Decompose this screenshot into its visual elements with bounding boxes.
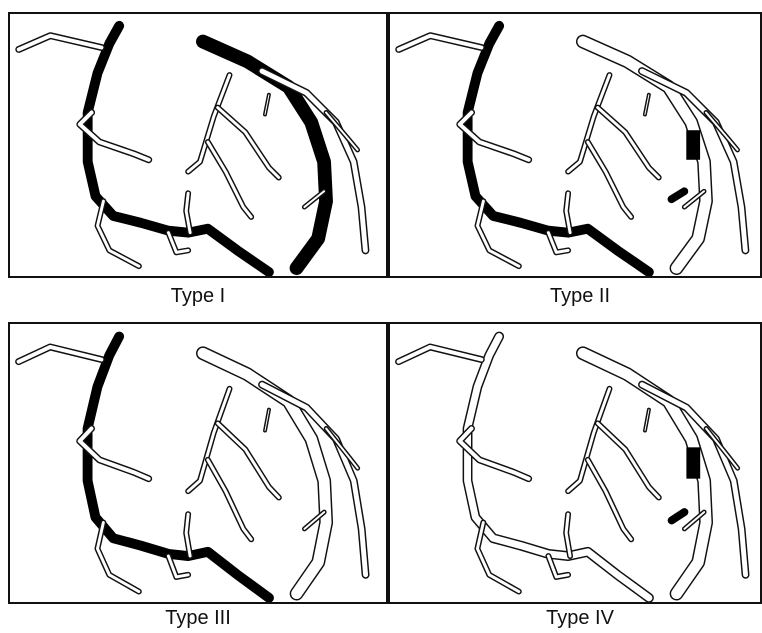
panel-label-type-3: Type III [98,607,298,630]
lad-small-branch [645,410,649,431]
lad-diagonal-2 [208,142,251,217]
panel-type-1 [8,12,388,278]
lad-diagonal-1 [598,108,659,178]
lad-small-branch [265,95,269,115]
lad-diagonal-1 [218,423,279,497]
rca-av-branch [186,193,190,232]
rca-av-branch [566,193,570,232]
panel-type-3 [8,322,388,604]
lad-diagonal-1 [598,423,659,497]
lad-diagonal-2 [588,460,631,539]
lad-septal-branch [188,75,229,172]
panel-label-type-4: Type IV [480,607,680,630]
rca-branch [19,347,102,362]
panel-label-type-2: Type II [480,285,680,308]
rca-branch [399,36,482,50]
lcx-vessel [642,385,746,575]
rca-marginal-branch [477,523,518,592]
rca-branch [399,347,482,362]
lcx-occluded-segment [672,191,685,199]
coronary-diagram-type-4 [390,324,760,602]
lcx-occlusion [686,447,700,478]
rca-av-branch [566,514,570,556]
coronary-diagram-type-1 [10,14,386,276]
lcx-occluded-segment [672,512,685,520]
lad-diagonal-2 [208,460,251,539]
lad-septal-branch [568,389,609,491]
rca-av-branch [186,514,190,556]
lad-septal-branch [568,75,609,172]
rca-marginal-branch [477,201,518,266]
lcx-vessel [642,71,745,250]
coronary-diagram-type-3 [10,324,386,602]
lad-septal-branch [188,389,229,491]
lad-small-branch [265,410,269,431]
coronary-diagram-type-2 [390,14,760,276]
panel-label-type-1: Type I [98,285,298,308]
lad-diagonal-2 [588,142,631,217]
lcx-occlusion [686,130,700,160]
rca-marginal-branch [97,523,138,592]
panel-type-4 [388,322,762,604]
lad-diagonal-1 [218,108,279,178]
lcx-vessel [262,385,366,575]
panel-type-2 [388,12,762,278]
rca-marginal-branch [98,201,139,266]
rca-branch [19,36,102,50]
lad-small-branch [645,95,649,115]
lcx-vessel [262,71,365,250]
